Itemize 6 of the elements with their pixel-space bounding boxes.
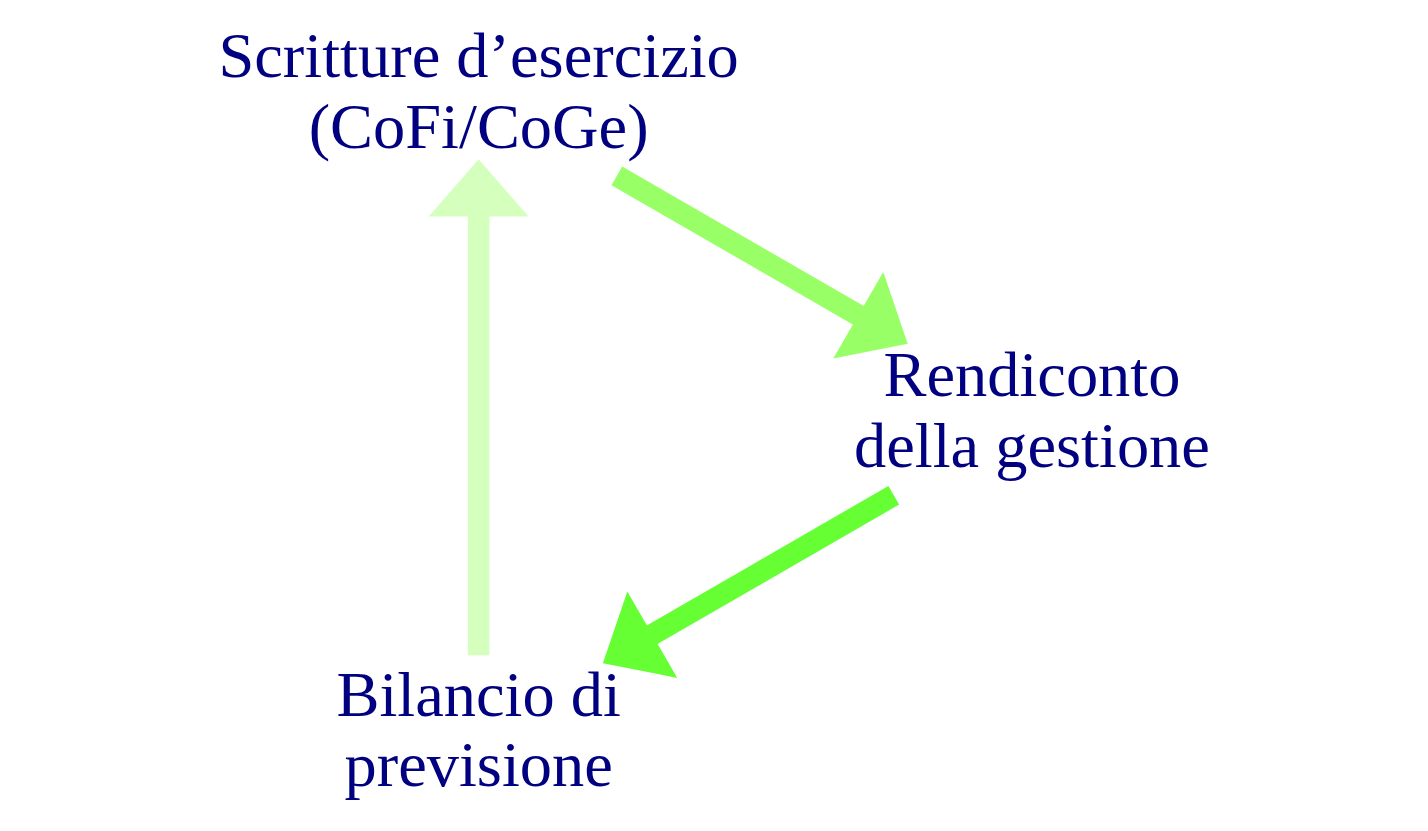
arrow [602, 485, 899, 678]
arrow [428, 159, 529, 656]
node-text: Bilancio di previsione [335, 658, 621, 801]
node-text: Rendiconto della gestione [853, 339, 1210, 482]
arrow [610, 166, 908, 359]
node-text: Scritture d’esercizio (CoFi/CoGe) [217, 19, 739, 162]
